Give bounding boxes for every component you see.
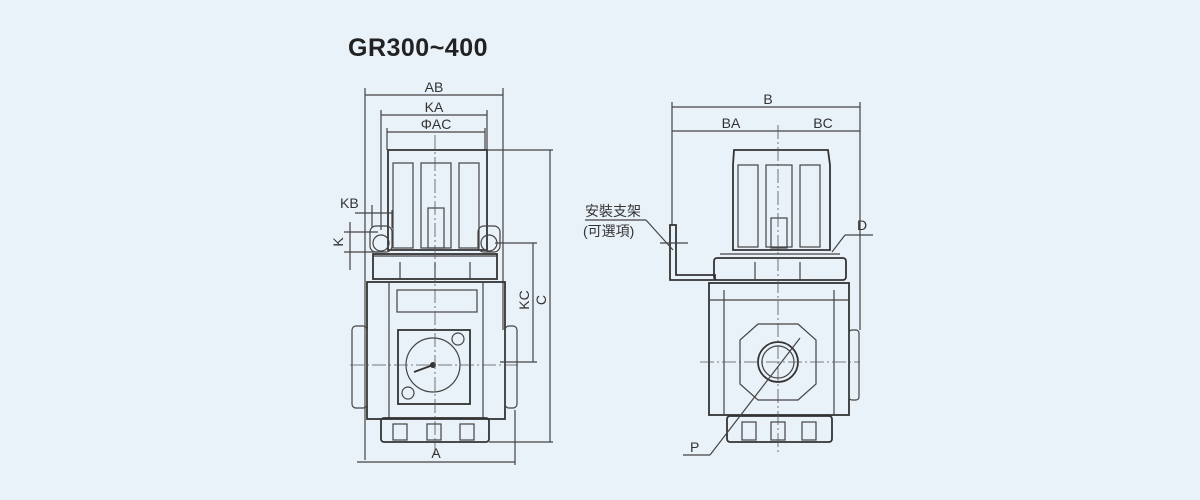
bracket-label: 安裝支架 — [585, 203, 641, 219]
model-title: GR300~400 — [348, 34, 489, 62]
dim-kc: KC — [516, 290, 532, 309]
front-view: AB KA ΦAC — [330, 79, 553, 465]
dim-kb: KB — [340, 195, 359, 211]
dim-p: P — [690, 439, 699, 455]
dim-ba: BA — [722, 115, 741, 131]
dim-d: D — [857, 217, 867, 233]
dim-ka: KA — [425, 99, 444, 115]
dim-ac: ΦAC — [421, 116, 452, 132]
dim-k: K — [330, 237, 346, 247]
dim-a: A — [431, 445, 441, 461]
dim-bc: BC — [813, 115, 832, 131]
dim-c: C — [533, 295, 549, 305]
bracket-note: (可選項) — [583, 223, 634, 239]
dim-ab: AB — [425, 79, 444, 95]
dim-b: B — [763, 91, 772, 107]
side-view: B BA BC — [583, 91, 873, 456]
